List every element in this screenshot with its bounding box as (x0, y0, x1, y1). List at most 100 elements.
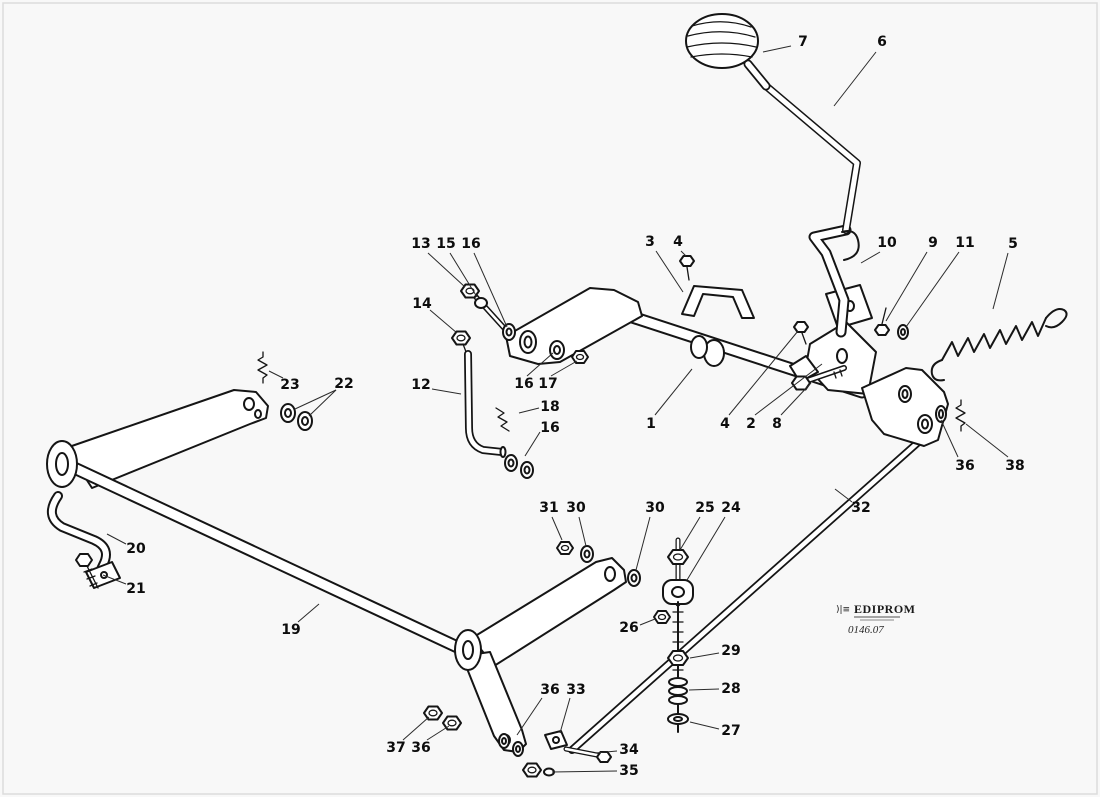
leader-line-28 (688, 688, 720, 691)
part-label-1: 1 (646, 416, 656, 432)
part-label-16: 16 (540, 420, 559, 436)
screw-21 (75, 553, 99, 589)
lift-shaft-19 (63, 459, 475, 659)
nut-26 (653, 610, 671, 624)
part-label-22: 22 (334, 376, 353, 392)
washer-11 (897, 324, 909, 340)
part-label-36: 36 (955, 458, 974, 474)
leader-line-14 (429, 309, 458, 334)
leader-line-16 (526, 352, 554, 377)
part-label-33: 33 (566, 682, 585, 698)
nut-29 (667, 650, 689, 666)
logo-name: EDIPROM (854, 602, 916, 616)
leader-line-4 (728, 330, 799, 416)
part-label-30: 30 (566, 500, 586, 516)
part-label-5: 5 (1008, 236, 1018, 252)
nut-17 (571, 350, 589, 364)
part-label-16: 16 (461, 236, 480, 252)
bolt-8 (791, 365, 847, 391)
leader-line-12 (431, 388, 462, 395)
right-hub (454, 629, 482, 671)
part-label-28: 28 (721, 681, 740, 697)
shaft-collar-1 (690, 335, 725, 367)
mount-bracket-3 (679, 255, 755, 319)
part-label-26: 26 (619, 620, 638, 636)
left-lift-arm (65, 389, 269, 489)
part-label-18: 18 (540, 399, 559, 415)
part-label-31: 31 (539, 500, 558, 516)
leader-line-32 (834, 488, 853, 503)
washers-16-lower (504, 454, 534, 479)
leader-line-15 (449, 252, 478, 298)
washer-28 (668, 695, 688, 705)
leader-line-4 (680, 250, 687, 257)
leader-line-36 (426, 725, 450, 741)
part-label-8: 8 (772, 416, 782, 432)
washer-28 (668, 686, 688, 696)
part-label-23: 23 (280, 377, 299, 393)
leader-line-35 (551, 770, 618, 773)
spring-hook-10 (841, 230, 860, 261)
leader-line-23 (268, 370, 284, 379)
left-hub (46, 440, 78, 488)
upper-arm-plate (505, 287, 643, 365)
leader-line-7 (762, 45, 792, 53)
leader-line-22 (294, 389, 337, 410)
part-label-19: 19 (281, 622, 300, 638)
part-label-2: 2 (746, 416, 756, 432)
washer-16-nut-17 (549, 340, 589, 364)
part-label-13: 13 (411, 236, 430, 252)
leader-line-30 (578, 516, 587, 547)
washer-28 (668, 677, 688, 687)
leader-line-26 (639, 618, 656, 626)
spacer-33 (544, 730, 568, 750)
leader-line-22 (308, 389, 337, 417)
leader-line-18 (518, 407, 540, 414)
leader-line-30 (635, 516, 651, 571)
cotter-pin-38 (955, 399, 966, 432)
part-label-24: 24 (721, 500, 741, 516)
logo-code: 0146.07 (848, 624, 884, 636)
right-lift-arm (471, 557, 627, 667)
nut-36-bottom (442, 715, 462, 731)
part-label-4: 4 (673, 234, 683, 250)
logo-mark: )|≡ (836, 605, 850, 615)
part-label-38: 38 (1005, 458, 1024, 474)
leader-line-3 (655, 250, 684, 293)
part-label-30: 30 (645, 500, 665, 516)
cotter-pin-23 (257, 351, 268, 384)
part-label-9: 9 (928, 235, 938, 251)
part-label-37: 37 (386, 740, 405, 756)
part-label-29: 29 (721, 643, 740, 659)
washer-15 (474, 297, 488, 309)
bolt-13-assembly (460, 283, 516, 341)
part-label-10: 10 (877, 235, 897, 251)
part-label-14: 14 (412, 296, 432, 312)
part-label-27: 27 (721, 723, 740, 739)
leader-line-16 (473, 252, 508, 328)
clip-18 (495, 407, 510, 432)
leader-line-8 (780, 382, 812, 416)
leader-line-20 (106, 533, 127, 545)
part-label-21: 21 (126, 581, 145, 597)
part-label-15: 15 (436, 236, 455, 252)
leader-line-10 (860, 251, 881, 264)
leader-line-31 (551, 516, 563, 541)
leader-line-2 (754, 363, 823, 416)
washer-30-right (627, 569, 641, 587)
right-bracket (861, 367, 949, 447)
washers-22 (280, 403, 313, 431)
part-label-7: 7 (798, 34, 808, 50)
leader-line-33 (559, 697, 571, 734)
nut-37 (423, 705, 443, 721)
part-label-4: 4 (720, 416, 730, 432)
leader-line-19 (297, 603, 320, 623)
nut-31 (556, 541, 574, 555)
leader-line-34 (594, 750, 618, 754)
part-label-36: 36 (411, 740, 430, 756)
leader-line-36 (516, 697, 543, 736)
tension-spring-5 (930, 308, 1068, 382)
leader-line-25 (679, 516, 701, 551)
